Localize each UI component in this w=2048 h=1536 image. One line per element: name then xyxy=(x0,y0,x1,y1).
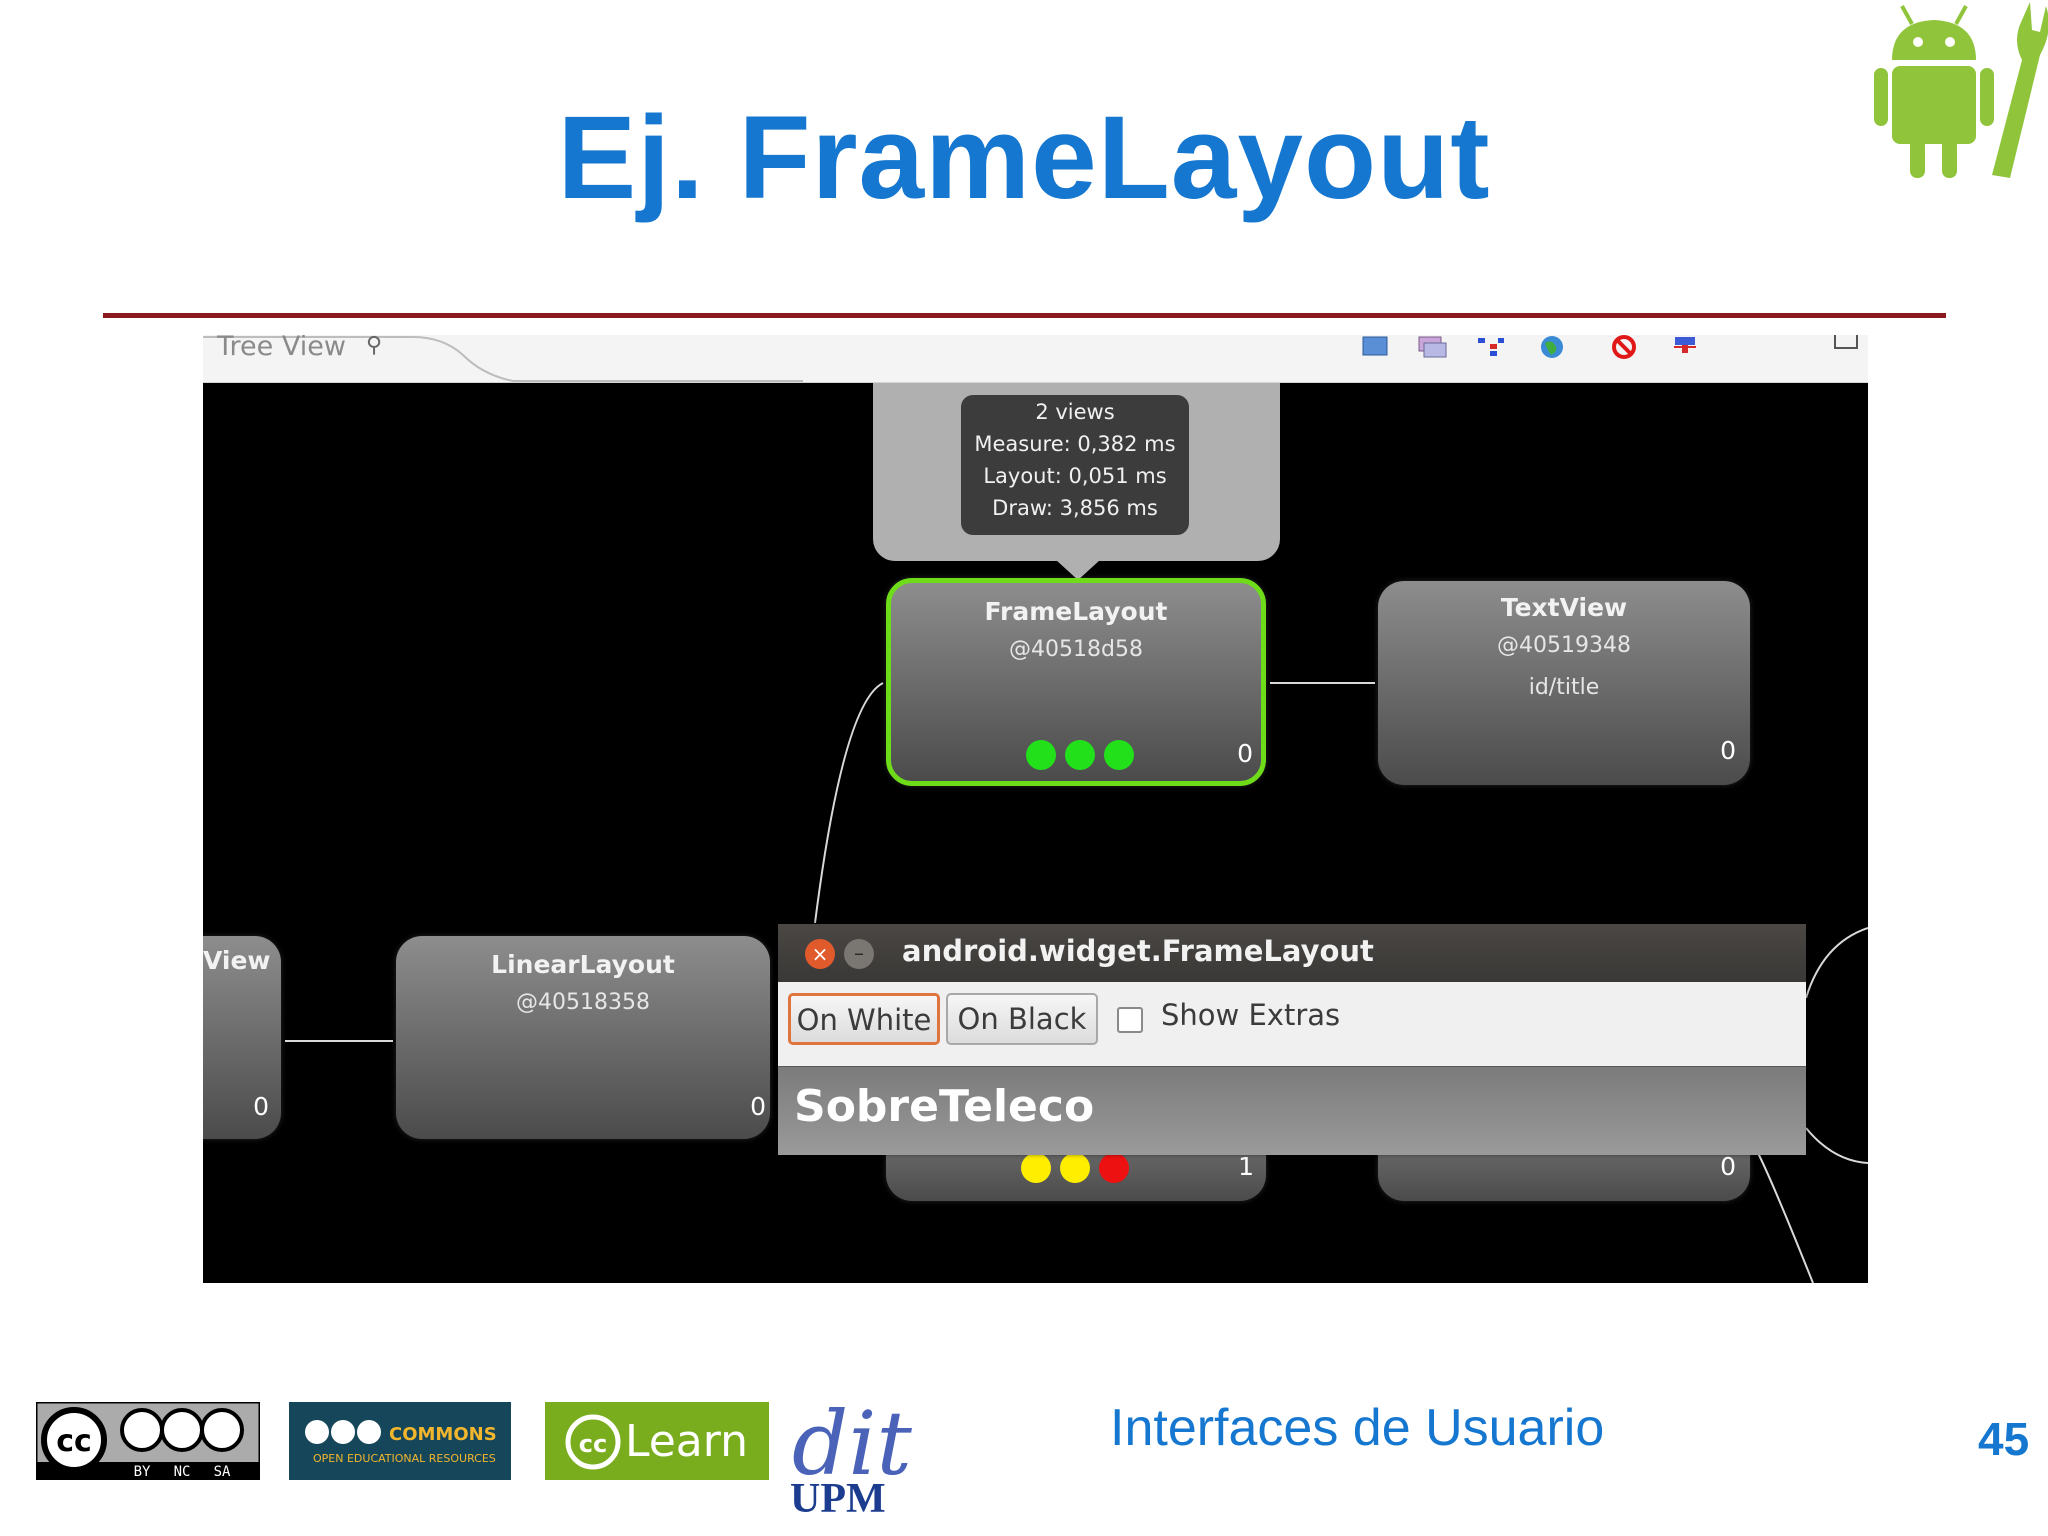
hierarchy-canvas[interactable]: 2 views Measure: 0,382 ms Layout: 0,051 … xyxy=(203,383,1868,1283)
node-linearlayout[interactable]: LinearLayout @40518358 0 xyxy=(396,936,770,1139)
node-child-count: 0 xyxy=(1720,1152,1736,1181)
on-white-button[interactable]: On White xyxy=(788,993,940,1045)
view-preview: SobreTeleco xyxy=(778,1066,1806,1155)
cc-learn-text: Learn xyxy=(625,1416,748,1467)
node-child-count: 0 xyxy=(1720,736,1736,765)
node-name: FrameLayout xyxy=(984,597,1168,626)
title-divider xyxy=(103,313,1946,318)
node-address: @40518358 xyxy=(516,990,650,1015)
tooltip-draw: Draw: 3,856 ms xyxy=(992,496,1158,520)
tree-connectors xyxy=(285,682,1868,1283)
oer-commons-badge: COMMONS OPEN EDUCATIONAL RESOURCES xyxy=(289,1402,511,1480)
oer-commons-name: COMMONS xyxy=(389,1424,497,1445)
node-address: @40518d58 xyxy=(1009,637,1143,662)
tooltip-measure: Measure: 0,382 ms xyxy=(974,432,1176,456)
screen-capture-icon[interactable] xyxy=(1360,335,1390,359)
node-id: id/title xyxy=(1528,675,1600,700)
android-logo-icon xyxy=(1874,2,2048,178)
stop-icon[interactable] xyxy=(1609,335,1639,359)
tooltip-pointer xyxy=(1056,560,1100,580)
oer-commons-subtitle: OPEN EDUCATIONAL RESOURCES xyxy=(313,1452,496,1465)
node-address: @40519348 xyxy=(1497,633,1631,658)
status-dot-draw xyxy=(1104,740,1134,770)
node-child-count: 0 xyxy=(253,1092,269,1121)
window-close-icon[interactable]: × xyxy=(805,939,835,969)
window-title: android.widget.FrameLayout xyxy=(902,934,1374,968)
page-number: 45 xyxy=(1978,1413,2030,1465)
globe-icon[interactable] xyxy=(1537,335,1567,359)
cc-nc-label: NC xyxy=(174,1464,191,1480)
tab-close-icon[interactable]: ⚲ xyxy=(366,335,383,358)
tooltip-layout: Layout: 0,051 ms xyxy=(983,464,1167,488)
debug-icon[interactable] xyxy=(1670,335,1700,359)
layers-icon[interactable] xyxy=(1417,335,1447,359)
status-dot-layout xyxy=(1065,740,1095,770)
tab-outline xyxy=(203,336,803,382)
hierarchy-viewer-screenshot: Tree View ⚲ 2 views Measure: 0,382 ms La… xyxy=(203,335,1868,1283)
cc-sa-label: SA xyxy=(214,1464,231,1480)
status-dot-measure xyxy=(1021,1153,1051,1183)
view-preview-window: × – android.widget.FrameLayout On White … xyxy=(778,924,1806,1155)
node-framelayout[interactable]: FrameLayout @40518d58 0 xyxy=(886,578,1266,786)
tree-nodes-icon[interactable] xyxy=(1476,335,1506,359)
svg-text:cc: cc xyxy=(56,1424,92,1459)
course-name: Interfaces de Usuario xyxy=(1110,1399,1605,1457)
status-dot-draw xyxy=(1099,1153,1129,1183)
cc-learn-badge: cc Learn xyxy=(545,1402,769,1480)
on-black-button[interactable]: On Black xyxy=(946,993,1098,1045)
node-name: LinearLayout xyxy=(491,950,675,979)
window-titlebar[interactable]: × – android.widget.FrameLayout xyxy=(778,924,1806,982)
upm-text: UPM xyxy=(790,1476,886,1516)
tooltip-metrics: 2 views Measure: 0,382 ms Layout: 0,051 … xyxy=(961,395,1189,535)
show-extras-label[interactable]: Show Extras xyxy=(1161,998,1341,1032)
maximize-icon[interactable] xyxy=(1834,335,1858,349)
show-extras-checkbox[interactable] xyxy=(1117,1007,1143,1033)
cc-by-nc-sa-badge: cc BY NC SA xyxy=(36,1402,260,1480)
node-child-count: 1 xyxy=(1238,1152,1254,1181)
status-dot-layout xyxy=(1060,1153,1090,1183)
slide-title: Ej. FrameLayout xyxy=(557,92,1491,224)
tooltip-views: 2 views xyxy=(1035,400,1115,424)
tree-view-toolbar: Tree View ⚲ xyxy=(203,335,1868,384)
dit-text: dit xyxy=(792,1396,912,1495)
node-child-count: 0 xyxy=(750,1092,766,1121)
window-minimize-icon[interactable]: – xyxy=(844,939,874,969)
status-dot-measure xyxy=(1026,740,1056,770)
node-textview[interactable]: TextView @40519348 id/title 0 xyxy=(1378,581,1750,785)
node-name: TextView xyxy=(1500,593,1628,622)
preview-title-text: SobreTeleco xyxy=(794,1081,1095,1132)
dit-upm-logo: dit UPM xyxy=(790,1396,912,1516)
node-child-count: 0 xyxy=(1237,739,1253,768)
svg-text:cc: cc xyxy=(579,1430,607,1458)
tab-tree-view[interactable]: Tree View xyxy=(217,335,346,362)
cc-by-label: BY xyxy=(134,1464,151,1480)
node-name: View xyxy=(203,946,271,975)
node-view-left[interactable]: View 0 xyxy=(203,936,281,1139)
